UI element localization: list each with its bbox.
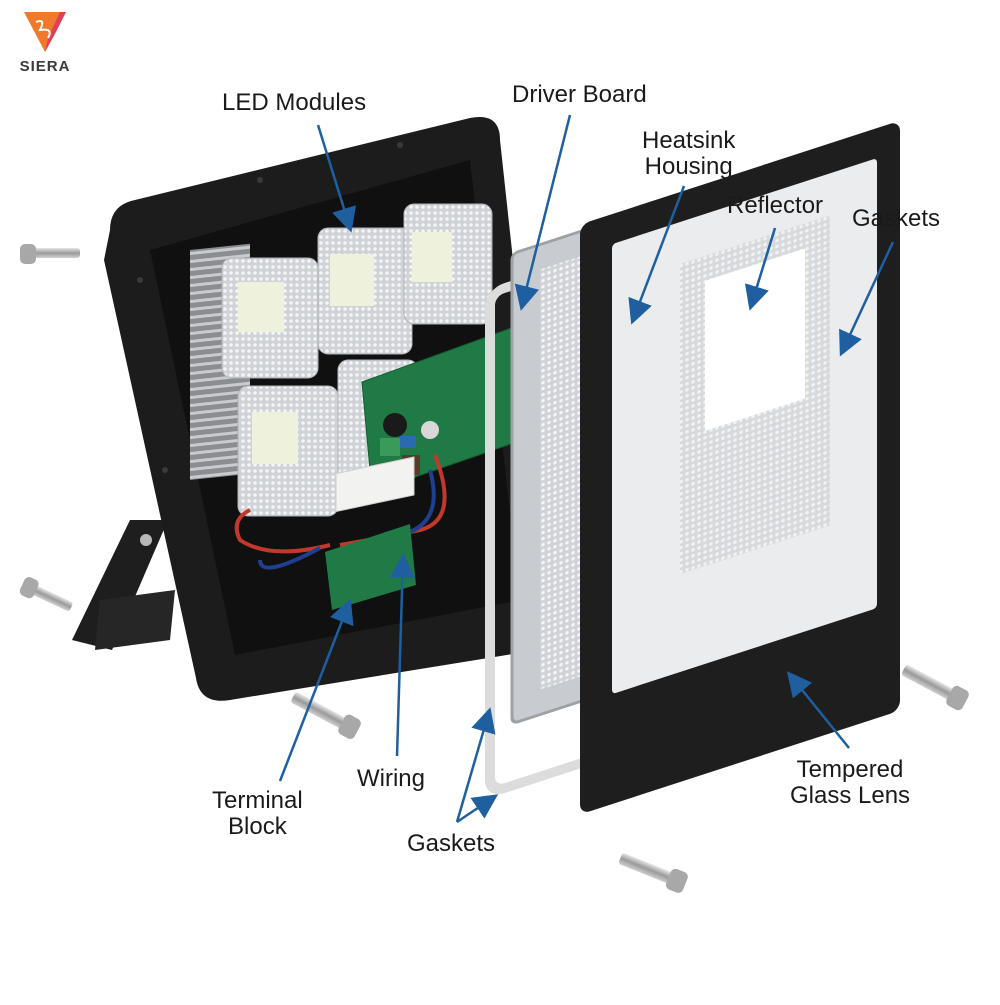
bracket-bolt-icon (140, 534, 152, 546)
arrow-wiring (389, 553, 415, 757)
label-heatsink-housing: Heatsink Housing (642, 128, 735, 180)
label-lens-line1: Tempered (796, 756, 904, 783)
arrow-gaskets-bottom-1 (455, 707, 496, 823)
arrow-driver-board (514, 114, 572, 311)
label-wiring: Wiring (357, 765, 426, 792)
label-heatsink-line2: Housing (644, 153, 733, 180)
led-module (317, 227, 413, 355)
terminal-block (325, 456, 416, 610)
led-module (221, 257, 319, 379)
arrow-gaskets-bottom-2 (456, 794, 499, 824)
arrow-heatsink (628, 185, 686, 325)
screw (618, 853, 688, 893)
leader-arrows (278, 114, 895, 824)
arrow-glass-lens (786, 671, 850, 749)
arrow-led-modules (316, 124, 357, 233)
label-gaskets-bottom: Gaskets (407, 830, 496, 857)
arrow-gaskets-top (839, 241, 895, 357)
label-terminal-line1: Terminal (212, 787, 303, 814)
led-module (237, 385, 339, 517)
brand-logo: SIERA (10, 8, 80, 80)
logo-triangle-icon (24, 12, 66, 52)
led-modules (221, 203, 493, 517)
tempered-glass-lens (580, 123, 900, 812)
arrow-terminal-block (278, 598, 354, 782)
screw (19, 577, 73, 611)
label-terminal-block: Terminal Block (212, 788, 303, 840)
label-lens-line2: Glass Lens (790, 782, 911, 809)
label-heatsink-line1: Heatsink (642, 127, 736, 154)
screw (901, 665, 969, 711)
label-led-modules: LED Modules (222, 89, 367, 116)
arrow-reflector (744, 227, 777, 311)
screw (20, 244, 80, 264)
brand-name: SIERA (19, 58, 71, 75)
label-terminal-line2: Block (228, 813, 287, 840)
label-reflector: Reflector (727, 192, 824, 219)
mounting-bracket (72, 520, 175, 650)
led-module (403, 203, 493, 325)
screw (291, 692, 361, 740)
label-gaskets-top: Gaskets (852, 205, 941, 232)
label-driver-board: Driver Board (512, 81, 647, 108)
label-tempered-glass-lens: Tempered Glass Lens (790, 757, 910, 809)
